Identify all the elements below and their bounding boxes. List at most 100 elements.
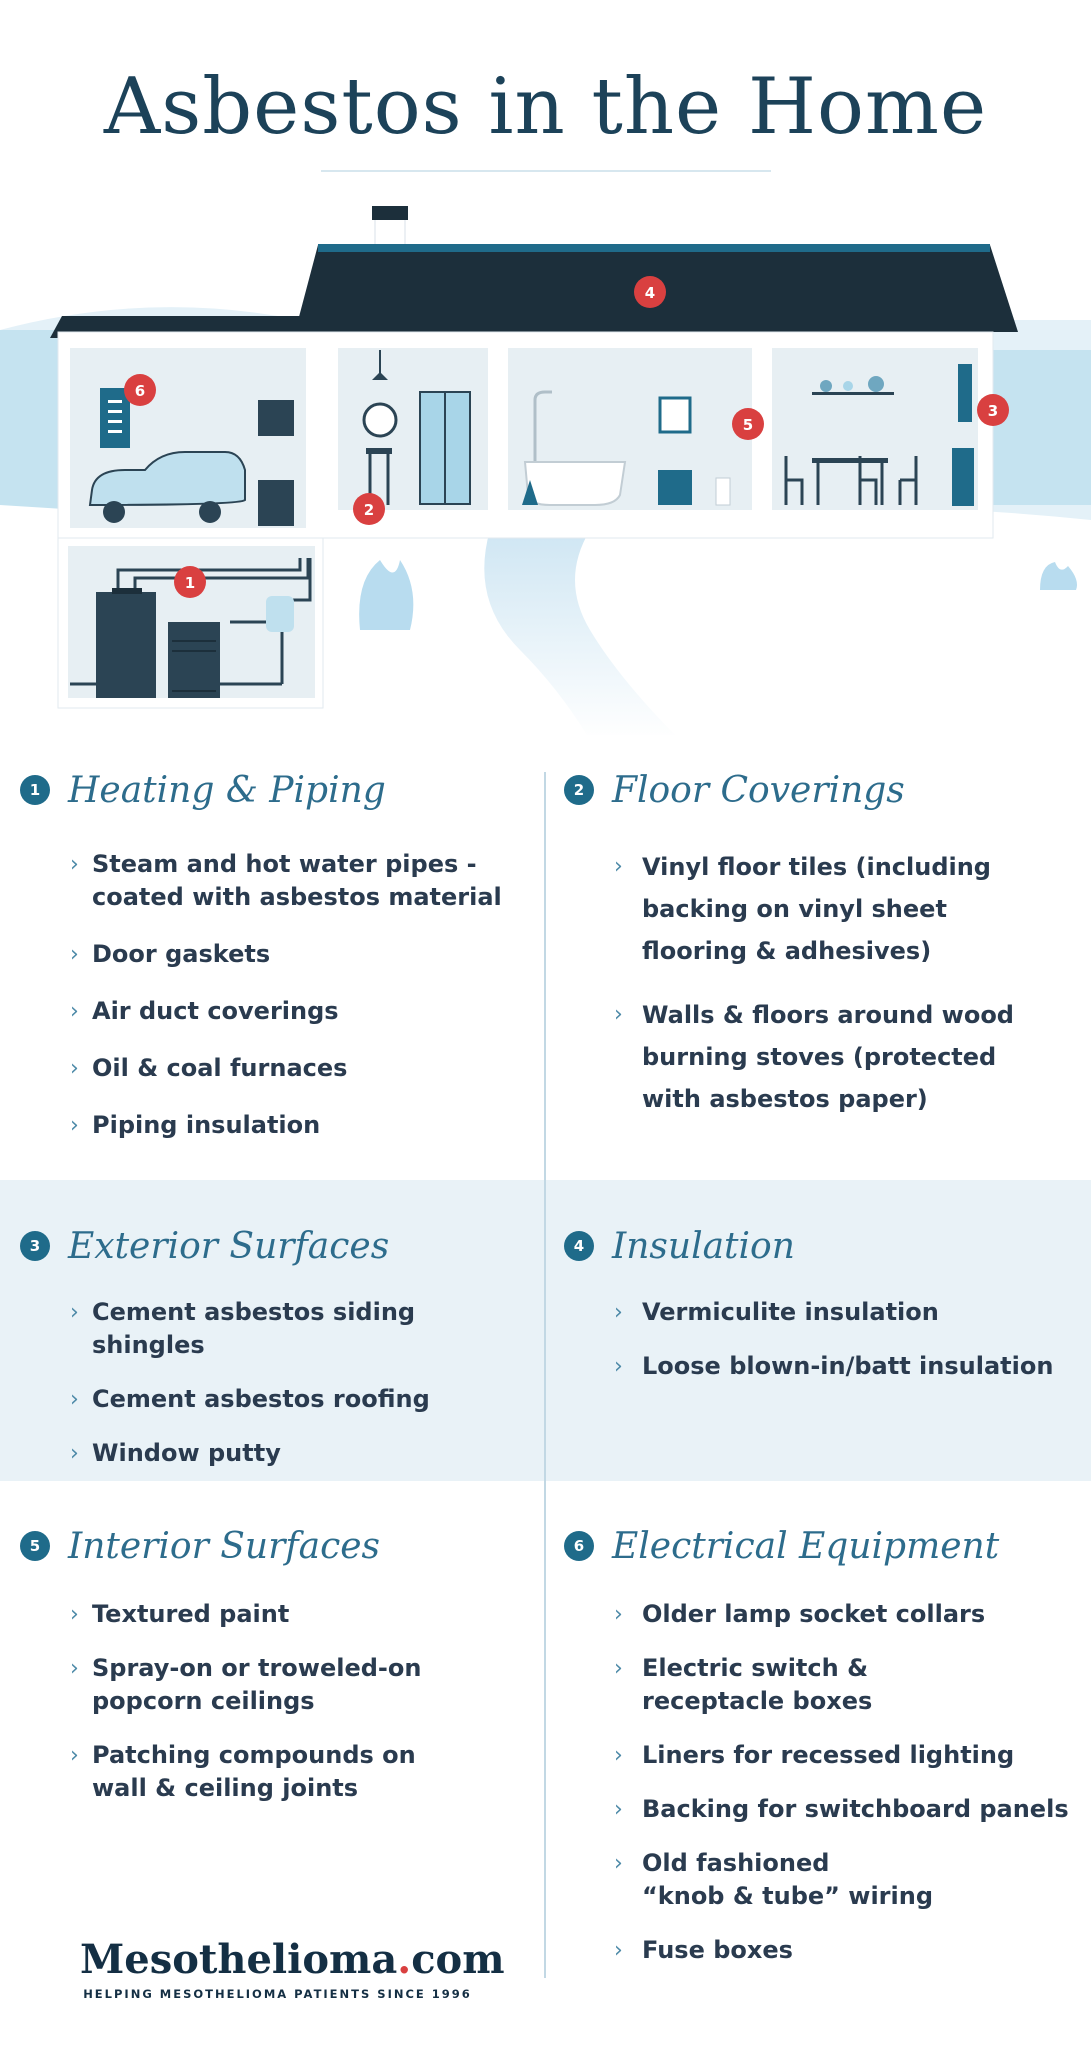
brand-logo[interactable]: Mesothelioma.com HELPING MESOTHELIOMA PA… <box>80 1936 505 2001</box>
section-number: 3 <box>20 1231 50 1261</box>
section-exterior-surfaces: 3 Exterior Surfaces ›Cement asbestos sid… <box>20 1224 535 1470</box>
list-item: ›Door gaskets <box>70 938 535 971</box>
list-item: ›Air duct coverings <box>70 995 535 1028</box>
list-item: ›Loose blown-in/batt insulation <box>614 1350 1084 1383</box>
marker-6-label: 6 <box>135 382 145 400</box>
list-item: ›Old fashioned“knob & tube” wiring <box>614 1849 933 1910</box>
chimney-cap <box>372 206 408 220</box>
section-number: 6 <box>564 1531 594 1561</box>
chevron-right-icon: › <box>70 1602 79 1627</box>
marker-1-label: 1 <box>185 574 195 592</box>
chevron-right-icon: › <box>614 1797 623 1822</box>
chevron-right-icon: › <box>614 1938 623 1963</box>
electrical-panel <box>100 388 130 448</box>
section-electrical-equipment: 6 Electrical Equipment ›Older lamp socke… <box>564 1524 1084 1967</box>
marker-3-label: 3 <box>988 402 998 420</box>
furnace <box>96 592 156 698</box>
item-list: ›Cement asbestos siding shingles ›Cement… <box>70 1296 535 1470</box>
chevron-right-icon: › <box>70 1656 79 1681</box>
logo-wordmark: Mesothelioma.com <box>80 1936 505 1983</box>
marker-2-label: 2 <box>364 501 374 519</box>
chevron-right-icon: › <box>70 999 79 1024</box>
roof-trim <box>318 244 990 252</box>
section-title: Floor Coverings <box>612 769 905 811</box>
list-item: ›Electric switch &receptacle boxes <box>614 1654 873 1715</box>
list-item: ›Vermiculite insulation <box>614 1296 1084 1329</box>
toilet <box>715 477 731 506</box>
title-divider <box>321 170 771 172</box>
car-wheel-front <box>103 501 125 523</box>
marker-1: 1 <box>174 566 206 598</box>
cabinet <box>952 448 974 506</box>
bush-left <box>359 560 414 630</box>
chair <box>898 456 918 505</box>
chevron-right-icon: › <box>614 1354 623 1379</box>
chair <box>784 456 804 505</box>
water-heater <box>168 622 220 698</box>
bathroom-mirror <box>658 396 692 434</box>
path <box>484 530 676 735</box>
item-list: ›Vermiculite insulation ›Loose blown-in/… <box>614 1296 1084 1383</box>
list-item: ›Liners for recessed lighting <box>614 1739 1084 1772</box>
marker-4: 4 <box>634 276 666 308</box>
section-number: 4 <box>564 1231 594 1261</box>
lamp-tall <box>958 364 972 422</box>
chevron-right-icon: › <box>70 1056 79 1081</box>
chevron-right-icon: › <box>614 1656 623 1681</box>
marker-3: 3 <box>977 394 1009 426</box>
list-item: ›Fuse boxes <box>614 1934 1084 1967</box>
item-list: ›Textured paint ›Spray-on or troweled-on… <box>70 1598 535 1805</box>
dining-table <box>812 458 888 463</box>
logo-tagline: HELPING MESOTHELIOMA PATIENTS SINCE 1996 <box>83 1987 472 2001</box>
sky-band-right <box>990 350 1091 505</box>
section-title: Exterior Surfaces <box>68 1225 390 1267</box>
list-item: ›Cement asbestos siding shingles <box>70 1298 416 1359</box>
chevron-right-icon: › <box>70 1441 79 1466</box>
chair <box>858 456 878 505</box>
section-floor-coverings: 2 Floor Coverings ›Vinyl floor tiles (in… <box>564 768 1084 1120</box>
pressure-tank <box>266 596 294 632</box>
list-item: ›Older lamp socket collars <box>614 1598 1084 1631</box>
chevron-right-icon: › <box>614 1002 623 1027</box>
chevron-right-icon: › <box>70 1300 79 1325</box>
marker-2: 2 <box>353 493 385 525</box>
chevron-right-icon: › <box>614 854 623 879</box>
marker-4-label: 4 <box>645 284 655 302</box>
list-item: ›Piping insulation <box>70 1109 535 1142</box>
list-item: ›Backing for switchboard panels <box>614 1793 1084 1826</box>
shelf <box>812 392 894 395</box>
chevron-right-icon: › <box>614 1851 623 1876</box>
section-title: Insulation <box>612 1225 795 1267</box>
list-item: ›Oil & coal furnaces <box>70 1052 535 1085</box>
section-title: Electrical Equipment <box>612 1525 1000 1567</box>
chevron-right-icon: › <box>614 1300 623 1325</box>
chevron-right-icon: › <box>70 1743 79 1768</box>
section-heating-piping: 1 Heating & Piping ›Steam and hot water … <box>20 768 535 1142</box>
vanity <box>658 470 692 505</box>
section-title: Heating & Piping <box>68 769 386 811</box>
list-item: ›Window putty <box>70 1437 535 1470</box>
page-title: Asbestos in the Home <box>103 62 988 152</box>
car-body <box>88 451 246 507</box>
shower-pipe <box>533 390 552 505</box>
chevron-right-icon: › <box>70 1387 79 1412</box>
marker-5-label: 5 <box>743 416 753 434</box>
item-list: ›Older lamp socket collars ›Electric swi… <box>614 1598 1084 1967</box>
section-interior-surfaces: 5 Interior Surfaces ›Textured paint ›Spr… <box>20 1524 535 1805</box>
chevron-right-icon: › <box>70 1113 79 1138</box>
section-number: 5 <box>20 1531 50 1561</box>
plant <box>522 480 538 505</box>
house-illustration: 4 6 2 5 3 1 <box>0 206 1091 735</box>
section-title: Interior Surfaces <box>68 1525 381 1567</box>
section-insulation: 4 Insulation ›Vermiculite insulation ›Lo… <box>564 1224 1084 1383</box>
list-item: ›Textured paint <box>70 1598 535 1631</box>
bathtub <box>523 461 627 506</box>
marker-6: 6 <box>124 374 156 406</box>
marker-5: 5 <box>732 408 764 440</box>
side-table <box>366 448 392 454</box>
